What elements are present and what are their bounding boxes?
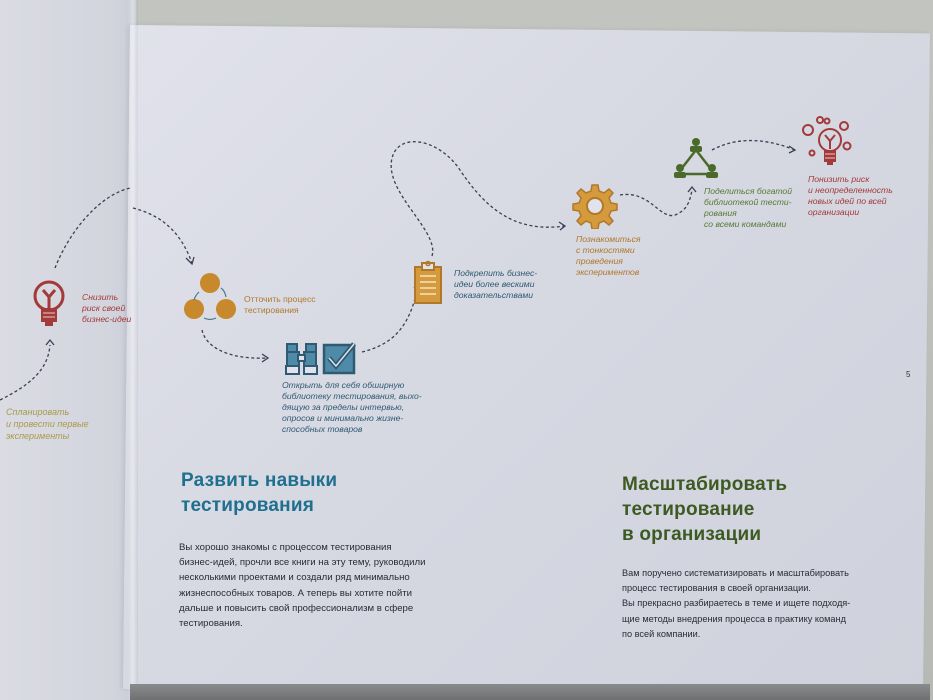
step-share-label: Поделиться богатой библиотекой тести- ро…: [704, 186, 792, 229]
binoculars-checkbox-icon: [285, 342, 356, 375]
team-triangle-icon: [674, 138, 718, 178]
page-bottom-shadow: [130, 684, 930, 700]
many-lightbulbs-icon: [802, 116, 852, 165]
lightbulb-icon: [33, 280, 65, 326]
gear-icon: [572, 184, 618, 229]
step-library-label: Открыть для себя обширную библиотеку тес…: [282, 380, 422, 434]
develop-skills-body: Вы хорошо знакомы с процессом тестирован…: [179, 542, 426, 630]
clipboard-icon: [414, 260, 442, 304]
step-reduce-org-risk-label: Понизить риск и неопределенность новых и…: [808, 174, 893, 217]
step-refine-label: Отточить процесс тестирования: [244, 294, 316, 315]
step-plan-label: Спланировать и провести первые экспериме…: [6, 407, 89, 441]
step-experiments-label: Познакомиться с тонкостями проведения эк…: [576, 234, 641, 277]
left-book-page: [0, 0, 136, 700]
scale-testing-heading: Масштабировать тестирование в организаци…: [622, 474, 788, 545]
page-number: 5: [906, 370, 911, 379]
step-evidence-label: Подкрепить бизнес- идеи более вескими до…: [454, 268, 538, 300]
cycle-circles-icon: [184, 273, 236, 321]
scale-testing-body: Вам поручено систематизировать и масштаб…: [622, 568, 851, 639]
develop-skills-heading: Развить навыки тестирования: [181, 470, 338, 516]
step-reduce-risk-label: Снизить риск своей бизнес-идеи: [82, 292, 132, 324]
book-spine-fold: [128, 0, 138, 700]
